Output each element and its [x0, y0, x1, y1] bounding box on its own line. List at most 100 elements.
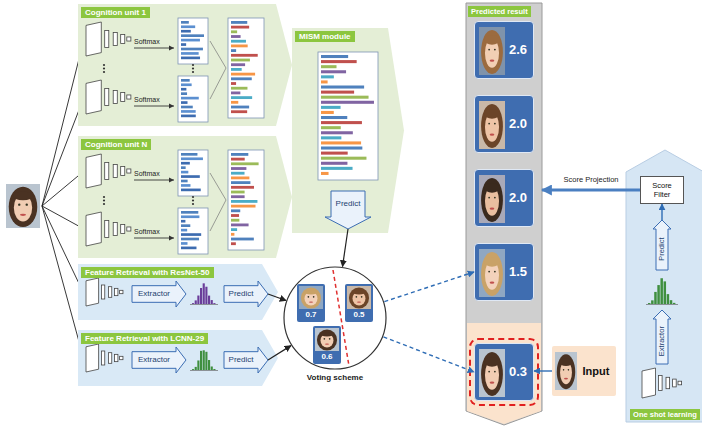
drawing-part — [231, 96, 252, 99]
drawing-part — [203, 283, 205, 304]
score-value: 0.5 — [353, 311, 364, 320]
drawing-part — [321, 55, 348, 58]
retrieval-panel: ExtractorPredictFeature Retrieval with R… — [78, 264, 278, 320]
drawing-part — [321, 172, 329, 175]
score-value: 0.6 — [321, 353, 332, 362]
drawing-part — [231, 195, 245, 198]
drawing-part — [181, 57, 200, 60]
drawing-part — [134, 180, 174, 181]
drawing-part — [181, 162, 190, 165]
drawing-part — [484, 183, 500, 193]
drawing-part — [181, 83, 192, 86]
drawing-part — [181, 215, 199, 218]
connector — [534, 370, 552, 371]
drawing-part — [121, 93, 125, 102]
drawing-part — [479, 249, 505, 297]
drawing-part — [490, 133, 495, 135]
layer-label: Softmax — [134, 38, 160, 46]
panel-title: Feature Retrieval with ResNet-50 — [81, 267, 214, 278]
text-slot: Predicted result — [468, 6, 531, 17]
drawing-part — [559, 358, 572, 366]
drawing-part — [626, 150, 702, 422]
drawing-part — [86, 80, 131, 114]
drawing-part — [231, 35, 241, 38]
drawing-part — [200, 288, 202, 304]
arrow-label: Predict — [229, 356, 254, 365]
drawing-part — [555, 352, 577, 390]
drawing-part — [86, 80, 101, 114]
drawing-part — [134, 238, 174, 239]
drawing-part — [181, 106, 193, 109]
drawing-part — [321, 131, 353, 134]
drawing-part — [231, 224, 249, 227]
drawing-part — [231, 233, 234, 236]
drawing-part — [557, 354, 575, 389]
drawing-part — [192, 203, 194, 205]
text-slot: Softmax — [134, 37, 160, 46]
drawing-part — [321, 70, 346, 73]
drawing-part — [309, 302, 313, 303]
drawing-part — [231, 238, 254, 241]
drawing-part — [231, 167, 246, 170]
drawing-part — [127, 95, 131, 99]
drawing-part — [321, 157, 366, 160]
drawing-part — [42, 39, 84, 206]
drawing-part — [317, 329, 337, 350]
cognition-panel: Cognition unit N — [78, 136, 292, 258]
drawing-part — [210, 200, 226, 231]
drawing-part — [659, 376, 663, 391]
drawing-part — [105, 89, 109, 106]
panel-title: Cognition unit N — [81, 139, 151, 150]
drawing-part — [113, 165, 117, 178]
result-tile: 0.3 — [474, 343, 534, 401]
drawing-part — [479, 27, 505, 75]
drawing-part — [666, 377, 670, 388]
connector — [384, 272, 474, 302]
drawing-part — [78, 330, 278, 386]
drawing-part — [169, 236, 174, 241]
drawing-part — [195, 367, 197, 370]
drawing-part — [660, 278, 662, 304]
drawing-part — [490, 207, 495, 209]
drawing-part — [105, 31, 109, 48]
drawing-part — [134, 48, 174, 49]
drawing-part — [103, 199, 105, 201]
drawing-part — [231, 77, 252, 80]
drawing-part — [231, 191, 245, 194]
drawing-part — [103, 203, 105, 205]
drawing-part — [211, 366, 213, 370]
drawing-part — [231, 40, 246, 43]
drawing-part — [208, 296, 210, 304]
drawing-part — [231, 219, 239, 222]
input-box: Input — [552, 346, 616, 396]
text-slot: 0.7 — [297, 310, 325, 321]
connector — [542, 189, 640, 192]
drawing-part — [231, 45, 248, 48]
drawing-part — [299, 286, 323, 309]
drawing-part — [181, 184, 190, 187]
drawing-part — [195, 300, 197, 304]
drawing-part — [479, 249, 505, 297]
drawing-part — [321, 141, 361, 144]
drawing-part — [86, 154, 131, 188]
drawing-part — [181, 25, 195, 28]
drawing-part — [481, 178, 503, 222]
drawing-part — [321, 75, 334, 78]
drawing-part — [132, 281, 186, 307]
cognition-panel: Cognition unit 1 — [78, 4, 292, 126]
score-value: 2.0 — [509, 117, 527, 131]
drawing-part — [321, 126, 341, 129]
drawing-part — [304, 290, 318, 295]
drawing-part — [181, 88, 186, 91]
drawing-part — [181, 79, 190, 82]
panel-title: Predicted result — [468, 6, 531, 17]
drawing-part — [320, 332, 334, 337]
drawing-part — [190, 370, 218, 371]
drawing-part — [479, 101, 505, 149]
drawing-part — [494, 49, 496, 51]
drawing-part — [670, 300, 672, 304]
drawing-part — [211, 300, 213, 304]
drawing-part — [42, 206, 84, 360]
score-value: 0.7 — [305, 311, 316, 320]
